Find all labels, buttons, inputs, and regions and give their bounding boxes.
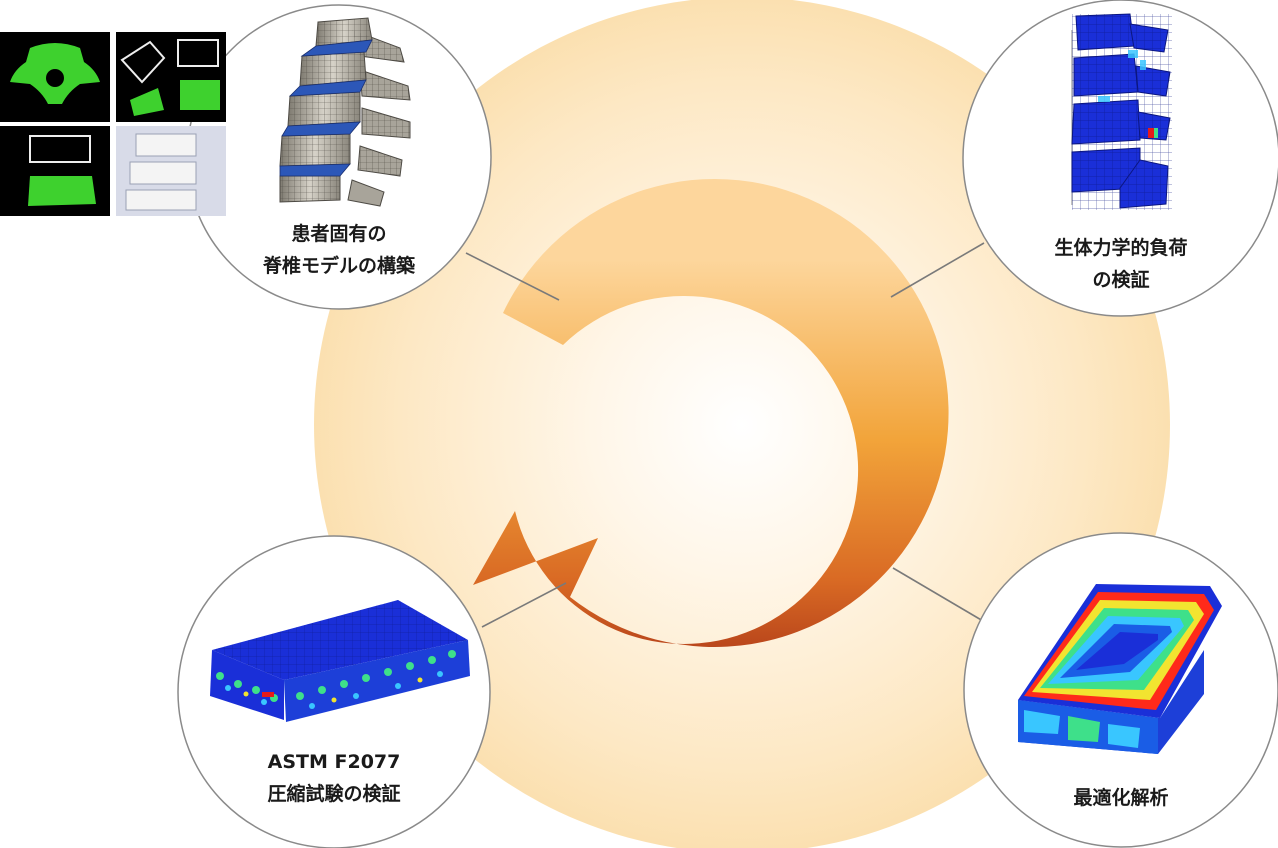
background-glow [314, 0, 1170, 848]
step-sublabel-model: 脊椎モデルの構築 [262, 254, 416, 277]
connector-optimize [892, 567, 984, 622]
step-circle-load: 生体力学的負荷 の検証 [962, 0, 1278, 317]
connector-model [465, 252, 560, 301]
step-circle-optimize: 最適化解析 [963, 532, 1278, 848]
spine-mesh-image [279, 17, 411, 207]
step-sublabel-astm: 圧縮試験の検証 [267, 782, 400, 805]
step-label-optimize: 最適化解析 [1073, 786, 1168, 809]
step-circle-astm: ASTM F2077 圧縮試験の検証 [177, 535, 491, 848]
connector-astm [481, 582, 567, 628]
step-label-model: 患者固有の [291, 222, 386, 245]
cycle-arrow [473, 178, 949, 647]
cage-stress-image [1018, 584, 1222, 754]
step-sublabel-load: の検証 [1092, 268, 1149, 291]
ct-segmentation-thumbnails [0, 32, 226, 216]
step-label-astm: ASTM F2077 [268, 751, 401, 773]
spine-fem-image [1071, 13, 1172, 210]
connectors [465, 242, 985, 628]
step-circle-model: 患者固有の 脊椎モデルの構築 [186, 4, 492, 310]
connector-load [890, 242, 985, 298]
step-label-load: 生体力学的負荷 [1054, 236, 1187, 259]
compression-fem-image [210, 600, 470, 722]
